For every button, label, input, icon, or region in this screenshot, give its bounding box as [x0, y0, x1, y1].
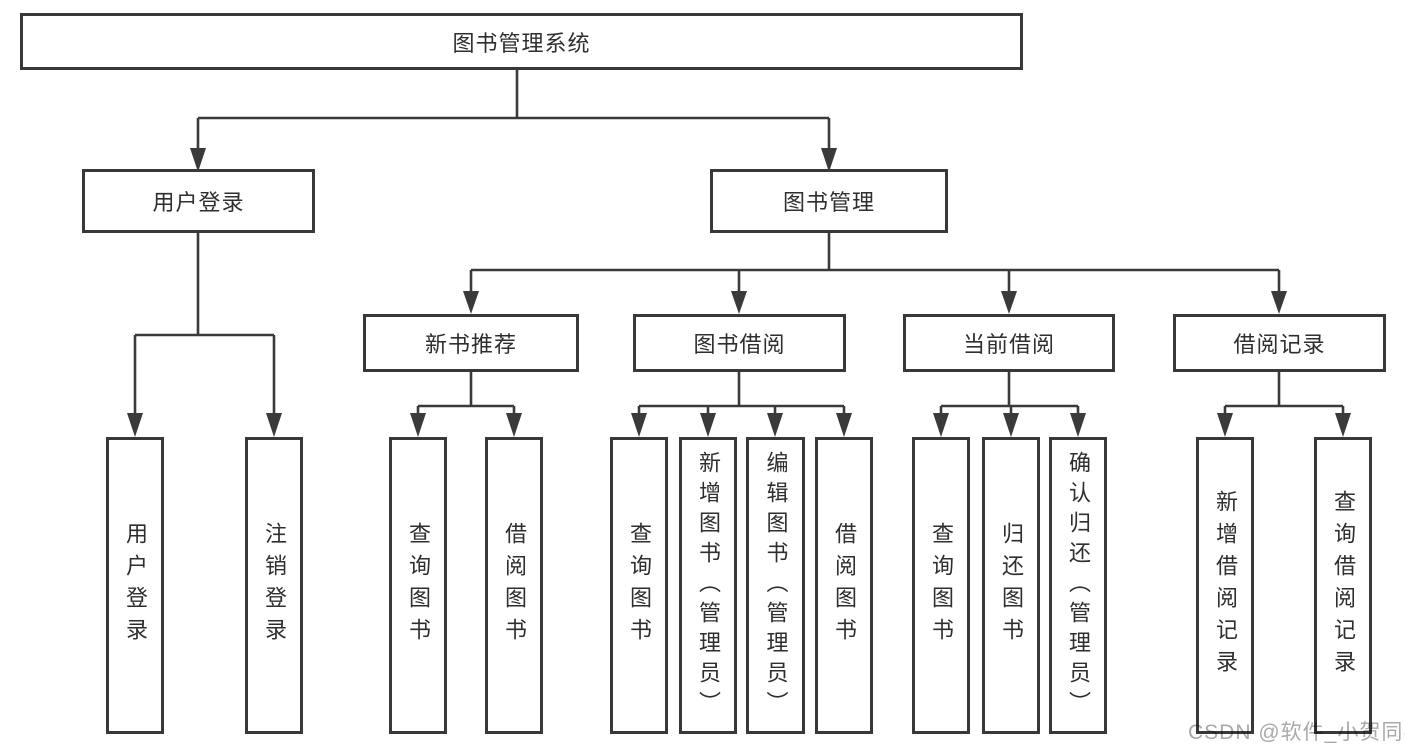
node-label: 图书借阅 [693, 332, 786, 357]
connector-borrowing-to-leaves [637, 372, 846, 415]
node-root-system: 图书管理系统 [20, 13, 1023, 70]
connector-records-to-leaves [1223, 372, 1345, 415]
watermark: CSDN @软件_小贺同学 [1188, 721, 1405, 744]
leaf-logout: 注销登录 [245, 437, 303, 734]
arrow-down-icon [1003, 413, 1019, 437]
leaf-edit-books-admin: 编辑图书（管理员） [746, 437, 805, 734]
leaf-add-books-admin: 新增图书（管理员） [679, 437, 737, 734]
leaf-borrow-books: 借阅图书 [815, 437, 873, 734]
node-current-borrowing: 当前借阅 [903, 314, 1115, 372]
leaf-label: 新增借阅记录 [1213, 489, 1238, 682]
arrow-down-icon [700, 413, 716, 437]
node-label: 图书管理 [782, 190, 875, 215]
leaf-user-login: 用户登录 [106, 437, 164, 734]
arrow-down-icon [1335, 413, 1351, 437]
connector-newbook-to-leaves [416, 372, 516, 415]
leaf-query-books-borrowing: 查询图书 [610, 437, 668, 734]
arrow-down-icon [506, 413, 522, 437]
connector-bookmgmt-to-level3 [469, 233, 1281, 293]
leaf-label: 用户登录 [123, 521, 148, 650]
leaf-confirm-return-admin: 确认归还（管理员） [1049, 437, 1107, 734]
leaf-label: 编辑图书（管理员） [763, 450, 789, 721]
arrow-down-icon [1271, 291, 1287, 314]
leaf-add-borrow-record: 新增借阅记录 [1196, 437, 1254, 734]
arrow-down-icon [1001, 291, 1017, 314]
node-borrowing-records: 借阅记录 [1173, 314, 1386, 372]
connector-current-to-leaves [939, 372, 1080, 415]
leaf-label: 查询图书 [406, 521, 431, 650]
arrow-down-icon [463, 291, 479, 314]
arrow-down-icon [631, 413, 647, 437]
arrow-down-icon [127, 413, 143, 437]
leaf-borrow-books-recommend: 借阅图书 [485, 437, 543, 734]
leaf-label: 归还图书 [999, 521, 1024, 650]
leaf-label: 查询图书 [627, 521, 652, 650]
leaf-label: 查询图书 [929, 521, 954, 650]
node-user-login-branch: 用户登录 [82, 169, 315, 233]
node-label: 当前借阅 [962, 332, 1055, 357]
node-label: 新书推荐 [424, 332, 517, 357]
arrow-down-icon [266, 413, 282, 437]
leaf-query-borrow-record: 查询借阅记录 [1314, 437, 1372, 734]
arrow-down-icon [1217, 413, 1233, 437]
node-book-borrowing: 图书借阅 [633, 314, 846, 372]
leaf-label: 确认归还（管理员） [1066, 450, 1091, 721]
arrow-down-icon [767, 413, 783, 437]
arrow-down-icon [933, 413, 949, 437]
arrow-down-icon [1070, 413, 1086, 437]
leaf-label: 查询借阅记录 [1331, 489, 1356, 682]
leaf-label: 新增图书（管理员） [696, 450, 721, 721]
arrow-down-icon [836, 413, 852, 437]
arrow-down-icon [731, 291, 747, 314]
leaf-label: 注销登录 [262, 521, 287, 650]
leaf-query-books-recommend: 查询图书 [389, 437, 447, 734]
node-root-label: 图书管理系统 [452, 30, 591, 56]
leaf-query-books-current: 查询图书 [912, 437, 970, 734]
node-book-management: 图书管理 [710, 169, 948, 233]
arrow-down-icon [410, 413, 426, 437]
node-label: 用户登录 [152, 190, 245, 215]
leaf-label: 借阅图书 [832, 521, 857, 650]
leaf-return-books: 归还图书 [982, 437, 1040, 734]
node-label: 借阅记录 [1233, 332, 1326, 357]
connector-userlogin-to-leaves [133, 233, 276, 415]
node-new-book-recommend: 新书推荐 [363, 314, 579, 372]
connector-root-to-level2 [196, 70, 831, 150]
leaf-label: 借阅图书 [502, 521, 527, 650]
